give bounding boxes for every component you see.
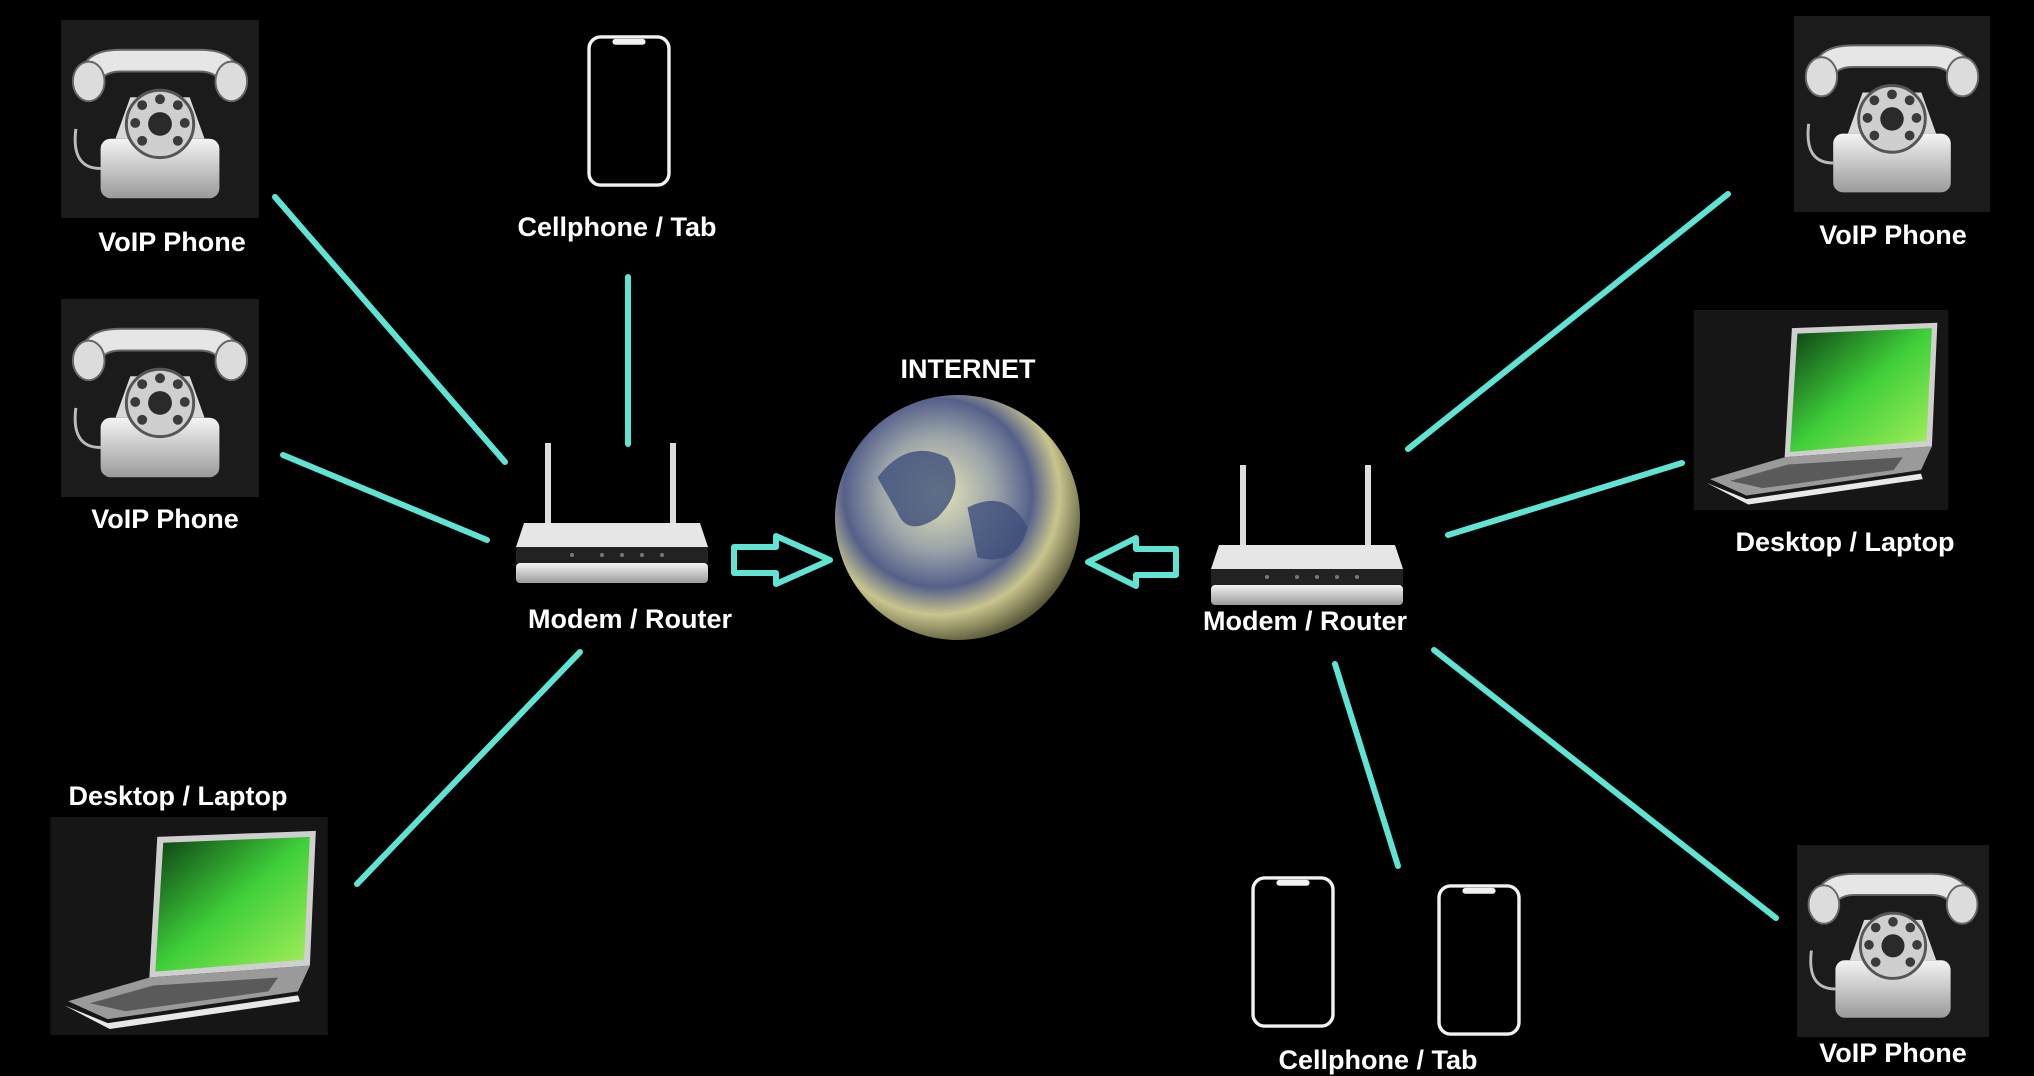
node-voip-right-top[interactable]: VoIP Phone <box>1792 16 1992 250</box>
node-router-right[interactable]: Modem / Router <box>1203 465 1407 636</box>
node-laptop-left[interactable]: Desktop / Laptop <box>50 781 328 1035</box>
rotary-phone-icon <box>60 299 260 497</box>
label-laptop-left: Desktop / Laptop <box>68 781 287 811</box>
rotary-phone-icon <box>1795 845 1991 1037</box>
edge-voip-right-bottom-to-router-right <box>1431 647 1779 921</box>
rotary-phone-icon <box>1792 16 1992 212</box>
label-voip-left-top: VoIP Phone <box>98 227 246 257</box>
edge-voip-left-top-to-router-left <box>272 194 508 465</box>
label-router-right: Modem / Router <box>1203 606 1407 636</box>
continents-shape <box>877 450 1028 560</box>
node-voip-right-bottom[interactable]: VoIP Phone <box>1795 845 1991 1068</box>
laptop-icon <box>1693 310 1949 510</box>
label-cell-left: Cellphone / Tab <box>517 212 716 242</box>
edge-voip-left-mid-to-router-left <box>280 452 490 543</box>
edge-laptop-left-to-router-left <box>354 649 583 887</box>
router-icon <box>1211 465 1403 605</box>
node-cell-left[interactable]: Cellphone / Tab <box>517 35 717 242</box>
node-voip-left-mid[interactable]: VoIP Phone <box>60 299 260 534</box>
edge-laptop-right-to-router-right <box>1445 460 1685 538</box>
edge-cell-right-to-router-right <box>1332 661 1401 869</box>
laptop-icon <box>50 817 328 1035</box>
router-icon <box>516 443 708 583</box>
node-router-left[interactable]: Modem / Router <box>516 443 732 634</box>
node-voip-left-top[interactable]: VoIP Phone <box>60 20 260 257</box>
label-voip-right-top: VoIP Phone <box>1819 220 1967 250</box>
rotary-phone-icon <box>60 20 260 218</box>
edge-router-left-to-globe-arrow <box>731 533 833 587</box>
label-cell-right: Cellphone / Tab <box>1278 1045 1477 1075</box>
edge-router-right-to-globe-arrow <box>1085 535 1179 589</box>
node-globe[interactable]: INTERNET <box>835 354 1080 640</box>
node-laptop-right[interactable]: Desktop / Laptop <box>1693 310 1955 557</box>
label-voip-right-bottom: VoIP Phone <box>1819 1038 1967 1068</box>
label-globe: INTERNET <box>901 354 1037 384</box>
globe-icon <box>835 395 1080 640</box>
smartphone-icon <box>1437 884 1521 1036</box>
label-router-left: Modem / Router <box>528 604 732 634</box>
smartphone-icon <box>1251 876 1335 1028</box>
smartphone-icon <box>587 35 671 187</box>
label-voip-left-mid: VoIP Phone <box>91 504 239 534</box>
label-laptop-right: Desktop / Laptop <box>1735 527 1954 557</box>
node-cell-right[interactable]: Cellphone / Tab <box>1251 876 1521 1075</box>
connection-lines <box>272 191 1779 921</box>
edge-voip-right-top-to-router-right <box>1405 191 1731 452</box>
